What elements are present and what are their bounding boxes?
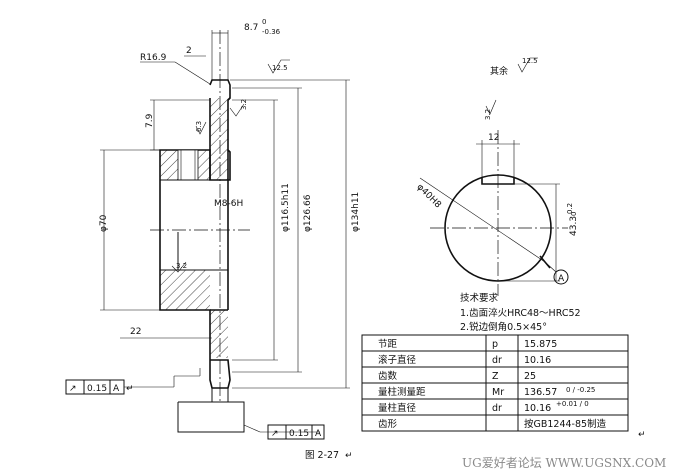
table-row-name: 量柱测量距: [378, 386, 426, 398]
rest-roughness-icon: [517, 57, 538, 73]
dim-d116: φ116.5h11: [281, 183, 291, 232]
table-row-symbol: p: [492, 339, 498, 350]
table-row-symbol: dr: [492, 355, 502, 366]
bore-section-view: [419, 99, 569, 296]
tolerance-frame-2: ↗ 0.15 A: [267, 424, 325, 440]
dim-radius: R16.9: [140, 53, 167, 63]
table-row-value: 10.16: [524, 355, 551, 366]
dim-d126: φ126.66: [303, 194, 313, 232]
keyway-depth-tol-bot: 0: [570, 212, 578, 216]
dim-thread: M8-6H: [214, 199, 243, 209]
sprocket-section: [150, 30, 250, 433]
return-mark: ↵: [126, 384, 134, 394]
keyway-width: 12: [488, 133, 499, 143]
table-row-value: 136.57: [524, 387, 557, 398]
tech-req-title: 技术要求: [460, 292, 499, 304]
table-row-tol: 0 / -0.25: [566, 386, 595, 394]
key-roughness: 3.2: [484, 109, 492, 120]
table-row-name: 齿形: [378, 418, 398, 430]
dim-chamfer-width: 2: [186, 46, 192, 56]
dim-thickness-tol-top: 0: [262, 18, 266, 26]
tolerance-value: 0.15: [87, 384, 107, 394]
table-row-tol: +0.01 / 0: [556, 400, 589, 408]
rough-hub-label: 3.2: [176, 262, 187, 270]
roughness-symbols: [171, 59, 290, 273]
dim-thickness: 8.7: [244, 23, 258, 33]
tolerance-value: 0.15: [289, 429, 309, 439]
figure-caption: 图 2-27: [305, 450, 339, 461]
table-row-symbol: Z: [492, 371, 499, 382]
rest-label: 其余: [490, 65, 508, 77]
dim-d70: φ70: [99, 214, 109, 232]
runout-icon: ↗: [69, 384, 77, 394]
table-row-name: 量柱直径: [378, 402, 417, 414]
rest-roughness: 12.5: [522, 57, 538, 65]
table-row-value: 按GB1244-85制造: [524, 418, 607, 430]
tech-req-line-2: 2.锐边倒角0.5×45°: [460, 321, 547, 333]
table-return-mark: ↵: [638, 430, 646, 440]
tech-req-line-1: 1.齿面淬火HRC48～HRC52: [460, 307, 581, 319]
caption-return-mark: ↵: [345, 451, 353, 461]
dim-d134: φ134h11: [351, 192, 361, 232]
keyway-depth-tol-top: 0.2: [566, 203, 574, 214]
rough-small-label: 6.3: [195, 121, 203, 132]
dim-length-22: 22: [130, 327, 141, 337]
table-row-symbol: dr: [492, 403, 502, 414]
rough-side-label: 3.2: [240, 99, 248, 110]
table-row-value: 15.875: [524, 339, 557, 350]
watermark: UG爱好者论坛 WWW.UGSNX.COM: [462, 456, 666, 470]
runout-icon: ↗: [271, 429, 279, 439]
dimension-lines: [100, 30, 350, 433]
param-table: [361, 334, 629, 432]
rough-tooth-label: 12.5: [272, 64, 288, 72]
table-row-symbol: Mr: [492, 387, 504, 398]
table-row-value: 25: [524, 371, 536, 382]
tolerance-datum: A: [113, 384, 120, 394]
keyway-depth: 43.3: [569, 216, 579, 236]
table-row-name: 齿数: [378, 370, 398, 382]
table-row-name: 滚子直径: [378, 354, 417, 366]
tolerance-datum: A: [315, 429, 322, 439]
datum-a-label: A: [558, 274, 565, 284]
table-row-value: 10.16: [524, 403, 551, 414]
bore-diameter: φ40H8: [415, 182, 443, 210]
tolerance-frame-1: ↗ 0.15 A: [65, 376, 175, 395]
dim-thickness-tol-bot: -0.36: [262, 28, 281, 36]
table-row-name: 节距: [378, 339, 398, 350]
dim-tooth-height: 7.9: [145, 113, 155, 128]
